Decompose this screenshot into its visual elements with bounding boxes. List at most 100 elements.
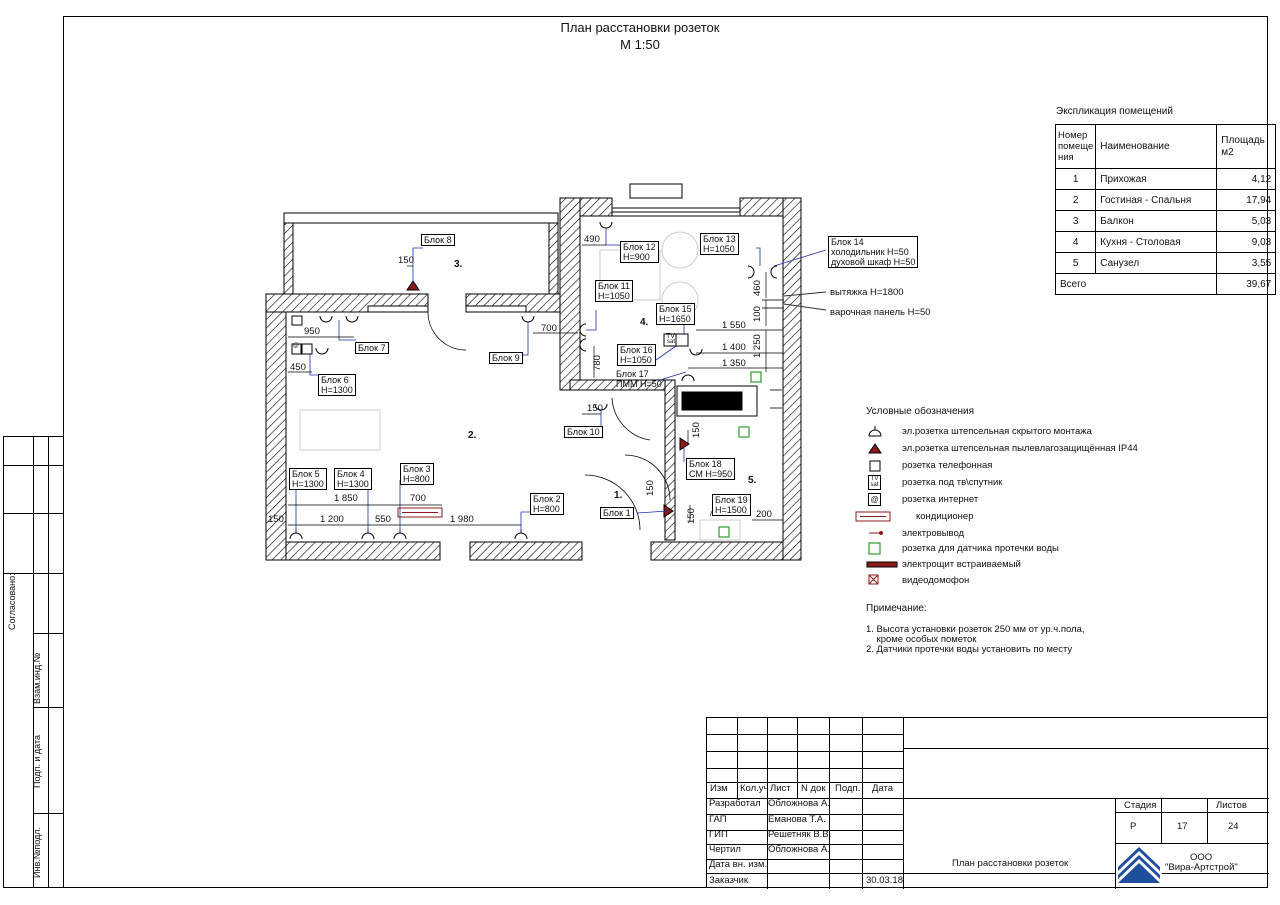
at-icon: @ [868,493,881,506]
stamp-role-client: Заказчик [709,875,749,886]
legend-title: Условные обозначения [866,406,975,417]
block-label-8: Блок 8 [421,234,455,246]
dim-1550: 1 550 [722,320,746,331]
dim-700-ac: 700 [410,493,426,504]
dim-1400: 1 400 [722,342,746,353]
dim-700-living: 700 [541,323,557,334]
dim-780: 780 [592,355,603,371]
block-label-1: Блок 1 [600,507,634,519]
plan-sat-mark: sat [667,339,676,345]
dim-150-bath: 150 [691,422,702,438]
stamp-name-developer: Обложнова А. [768,798,830,809]
stamp-stage-label: Стадия [1124,800,1157,811]
stamp-sheet-title: План расстановки розеток [952,858,1069,869]
inet-tv-sockets [291,315,689,355]
stamp-hdr-date: Дата [872,783,894,794]
stamp-name-gip: Решетняк В.В. [768,829,832,840]
stamp-role-change-date: Дата вн. изм. [709,859,768,870]
dimension-lines [288,244,783,526]
dim-950: 950 [304,326,320,337]
ip44-sockets [406,280,690,518]
stamp-hdr-list: Лист [770,783,791,794]
tv-icon: TV [870,476,879,482]
ac-units [397,507,443,518]
dim-550: 550 [375,514,391,525]
legend-item-intercom: видеодомофон [866,573,969,588]
legend-item-panel: электрощит встраиваемый [866,557,1021,572]
dim-1200: 1 200 [320,514,344,525]
dim-150-shower: 150 [686,508,697,524]
sheet-title: План расстановки розеток [560,20,720,35]
legend-item-phone-socket: розетка телефонная [866,458,992,473]
stamp-org-name: "Вира-Артстрой" [1165,862,1238,873]
dim-150-entry: 150 [645,480,656,496]
dim-1350: 1 350 [722,358,746,369]
note-line: 1. Высота установки розеток 250 мм от ур… [866,624,1085,635]
walls [265,197,802,561]
stamp-date: 30.03.18 [866,875,903,886]
hood-label: вытяжка H=1800 [830,287,904,298]
room-number-1: 1. [614,490,623,501]
legend-item-ip44-socket: эл.розетка штепсельная пылевлагозащищённ… [866,441,1138,456]
stamp-hdr-podp: Подп. [835,783,861,794]
room-number-4: 4. [640,317,649,328]
socket-symbols [289,221,778,540]
stamp-sheets: 24 [1228,821,1239,832]
stamp-org-type: ООО [1190,852,1213,863]
stamp-hdr-izm: Изм [710,783,728,794]
dim-1980: 1 980 [450,514,474,525]
sheet-frame [63,16,1268,888]
explication-title: Экспликация помещений [1056,106,1173,117]
legend-item-leak-sensor: розетка для датчика протечки воды [866,541,1059,556]
stamp-name-gap: Еманова Т.А. [768,814,826,825]
notes-title: Примечание: [866,603,927,614]
stamp-role-developer: Разработал [709,798,761,809]
left-margin-stamp [3,436,64,888]
stamp-role-gip: ГИП [709,829,728,840]
block-label-9: Блок 9 [489,352,523,364]
room-number-5: 5. [748,475,757,486]
company-logo [1116,845,1162,885]
dim-1250: 1 250 [752,334,763,358]
room-number-2: 2. [468,430,477,441]
dim-100: 100 [752,306,763,322]
stamp-sheet-no: 17 [1177,821,1188,832]
legend-item-socket: эл.розетка штепсельная скрытого монтажа [866,424,1092,439]
dim-150-hall: 150 [587,403,603,414]
stamp-stage: Р [1130,821,1137,832]
dim-450: 450 [290,362,306,373]
dim-200: 200 [756,509,772,520]
legend-item-outlet: электровывод [866,526,964,541]
note-line: кроме особых пометок [866,634,977,645]
note-line: 2. Датчики протечки воды установить по м… [866,644,1073,655]
stamp-name-drawn: Обложнова А. [768,844,830,855]
dim-460: 460 [752,280,763,296]
plan-tv-mark: TV [666,333,675,340]
stamp-role-drawn: Чертил [709,844,741,855]
stamp-role-gap: ГАП [709,814,727,825]
dim-150-left: 150 [268,514,284,525]
stamp-hdr-ndok: N док [801,783,826,794]
title-block [706,717,1269,889]
